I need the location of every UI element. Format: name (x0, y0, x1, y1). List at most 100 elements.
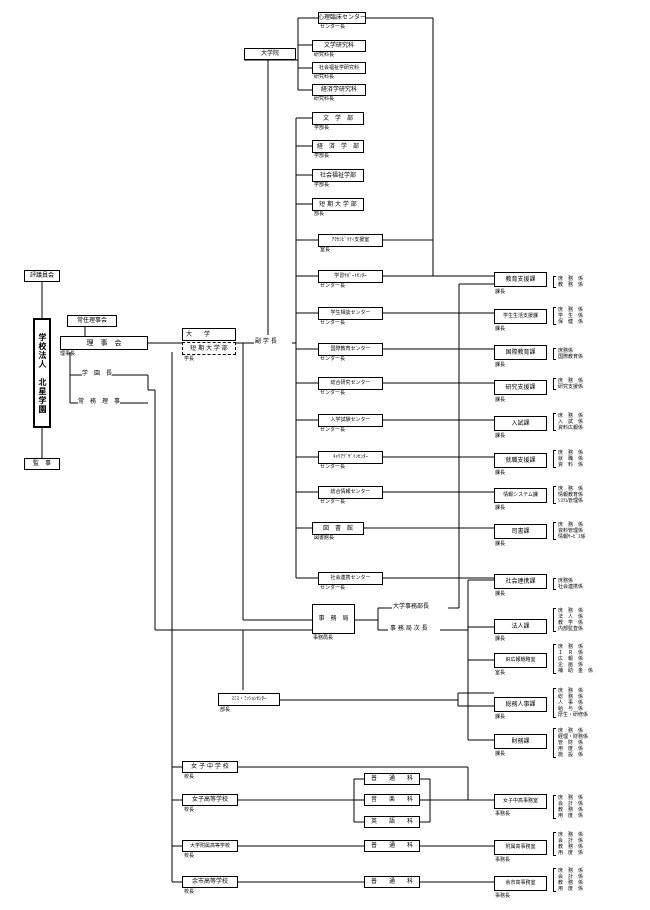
deputy-secretariat-label: 事 務 局 次 長 (390, 625, 428, 632)
chairman-label: 理事長 (60, 351, 76, 357)
school-3: 余市高等学校 (182, 876, 238, 888)
dept-5-kakari: 庶 務 係 就 職 係 資 料 係 (558, 450, 584, 468)
dept-1-sub: 課長 (495, 326, 506, 332)
grad-unit-3-sub: 研究科長 (314, 96, 335, 102)
unit-8: 総合研究センター (318, 377, 383, 390)
school-3-sub: 校長 (184, 889, 195, 895)
graduate-school-box: 大学院 (244, 48, 296, 60)
dept-7: 司書課 (494, 524, 547, 539)
secretariat-box: 事 務 局 (312, 604, 355, 634)
grad-unit-3: 経済学研究科 (312, 84, 366, 96)
unit-1: 経 済 学 部 (312, 140, 364, 153)
unit-13-sub: センター長 (320, 585, 346, 591)
unit-13: 社会連携センター (318, 572, 383, 585)
dept-7-sub: 課長 (495, 541, 506, 547)
unit-3-sub: 部長 (314, 211, 325, 217)
unit-6-sub: センター長 (320, 320, 346, 326)
dept-2-sub: 課長 (495, 362, 506, 368)
hs-office-1-sub: 事務長 (495, 857, 511, 863)
course-4: 普 通 科 (364, 876, 420, 888)
unit-6: 学生相談センター (318, 307, 383, 320)
grad-unit-0-sub: センター長 (320, 24, 346, 30)
course-2: 英 語 科 (364, 816, 420, 828)
dept-6-kakari: 庶 務 係 情報教育係 ｼｽﾃﾑ管理係 (558, 486, 584, 504)
dept-4-kakari: 庶 務 係 入 試 係 資料広報係 (558, 413, 584, 431)
dept-8-kakari: 庶務係 社会連携係 (558, 578, 584, 590)
grad-unit-2-sub: 研究科長 (314, 74, 335, 80)
course-3: 普 通 科 (364, 840, 420, 852)
hs-office-0: 女子中高事務室 (494, 794, 547, 809)
dept-2-kakari: 庶務係 国際教育係 (558, 348, 584, 360)
dept-8: 社会連携課 (494, 574, 547, 589)
chancellor-label: 学 園 長 (82, 370, 113, 377)
dept-3: 研究支援課 (494, 380, 547, 395)
vice-president-label: 副 学 長 (255, 338, 277, 345)
hs-office-1-kakari: 庶 務 係 会 計 係 教 務 係 用 度 係 (558, 832, 584, 856)
dept-2: 国際教育課 (494, 345, 547, 360)
standing-board-box: 常任理事会 (67, 315, 117, 327)
unit-12-sub: 図書館長 (314, 535, 335, 541)
unit-12: 図 書 館 (312, 522, 364, 535)
course-1: 音 楽 科 (364, 794, 420, 806)
dept-6: 情報システム課 (494, 488, 547, 503)
unit-0-sub: 学部長 (314, 125, 330, 131)
dept-0-kakari: 庶 務 係 教 務 係 (558, 276, 584, 288)
unit-9: 入学試験センター (318, 414, 383, 427)
dept-9-sub: 課長 (495, 636, 506, 642)
school-1-sub: 校長 (184, 807, 195, 813)
school-corporation-box: 学校法人 北星学園 (33, 318, 51, 428)
grad-unit-2: 社会福祉学研究科 (312, 62, 366, 74)
unit-2-sub: 学部長 (314, 182, 330, 188)
dept-3-kakari: 庶 務 係 研究支援係 (558, 378, 584, 390)
dept-3-sub: 課長 (495, 397, 506, 403)
hs-office-1: 附属高事務室 (494, 840, 547, 855)
unit-11-sub: センター長 (320, 499, 346, 505)
auditor-box: 監 事 (24, 458, 60, 470)
dept-1: 学生生活支援課 (494, 309, 547, 324)
unit-10-sub: センター長 (320, 464, 346, 470)
univ-admin-director-label: 大学事務部長 (393, 603, 430, 610)
dept-11-kakari: 庶 務 係 総 務 係 人 事 係 給 与 係 厚生・研修係 (558, 688, 589, 718)
dept-8-sub: 課長 (495, 591, 506, 597)
dept-0-sub: 課長 (495, 289, 506, 295)
dept-4-sub: 課長 (495, 433, 506, 439)
hs-office-0-kakari: 庶 務 係 会 計 係 教 務 係 用 度 係 (558, 795, 584, 819)
unit-4-sub: 室長 (320, 247, 331, 253)
dept-10-sub: 室長 (495, 670, 506, 676)
dept-4: 入試課 (494, 416, 547, 431)
secretariat-head-label: 事務局長 (313, 635, 334, 641)
unit-3: 短 期 大 学 部 (312, 198, 364, 211)
grad-unit-0: 心理臨床センター (318, 12, 366, 24)
unit-0: 文 学 部 (312, 112, 364, 125)
hs-office-2: 余市高事務室 (494, 876, 547, 891)
unit-7-sub: センター長 (320, 356, 346, 362)
dept-1-kakari: 庶 務 係 学 生 係 保 健 係 (558, 307, 584, 325)
hs-office-0-sub: 事務長 (495, 811, 511, 817)
dept-12-sub: 課長 (495, 751, 506, 757)
dept-9-kakari: 庶 務 係 法 人 係 教 学 係 内部監査係 (558, 608, 584, 632)
dept-12: 財務課 (494, 734, 547, 749)
dept-10-kakari: 庶 務 係 Ｉ Ｒ 係 広 報 係 企 画 係 補 助 金 係 (558, 644, 594, 674)
hs-office-2-kakari: 庶 務 係 会 計 係 教 務 係 用 度 係 (558, 868, 584, 892)
dept-11-sub: 課長 (495, 714, 506, 720)
executive-director-label: 常 務 理 事 (78, 398, 121, 405)
unit-11: 総合情報センター (318, 486, 383, 499)
unit-2: 社会福祉学部 (312, 169, 364, 182)
dept-11: 総務人事課 (494, 697, 547, 712)
school-0-sub: 校長 (184, 774, 195, 780)
unit-7: 国際教育センター (318, 343, 383, 356)
grad-unit-1: 文学研究科 (312, 40, 366, 52)
unit-4: ｱｸｾｼﾋﾞﾘﾃｨ支援室 (318, 234, 383, 247)
dept-12-kakari: 庶 務 係 経理・財務係 管 財 係 用 度 係 施 設 係 (558, 728, 589, 758)
unit-10: ｷｬﾘｱﾃﾞｻﾞｲﾝｾﾝﾀｰ (318, 451, 383, 464)
junior-college-box: 短 期 大 学 部 (182, 342, 236, 355)
dept-5: 就職支援課 (494, 453, 547, 468)
board-of-directors-box: 理 事 会 (60, 336, 148, 350)
unit-5-sub: センター長 (320, 283, 346, 289)
dept-5-sub: 課長 (495, 470, 506, 476)
school-1: 女子高等学校 (182, 794, 238, 806)
unit-9-sub: センター長 (320, 427, 346, 433)
dept-6-sub: 課長 (495, 505, 506, 511)
unit-8-sub: センター長 (320, 390, 346, 396)
